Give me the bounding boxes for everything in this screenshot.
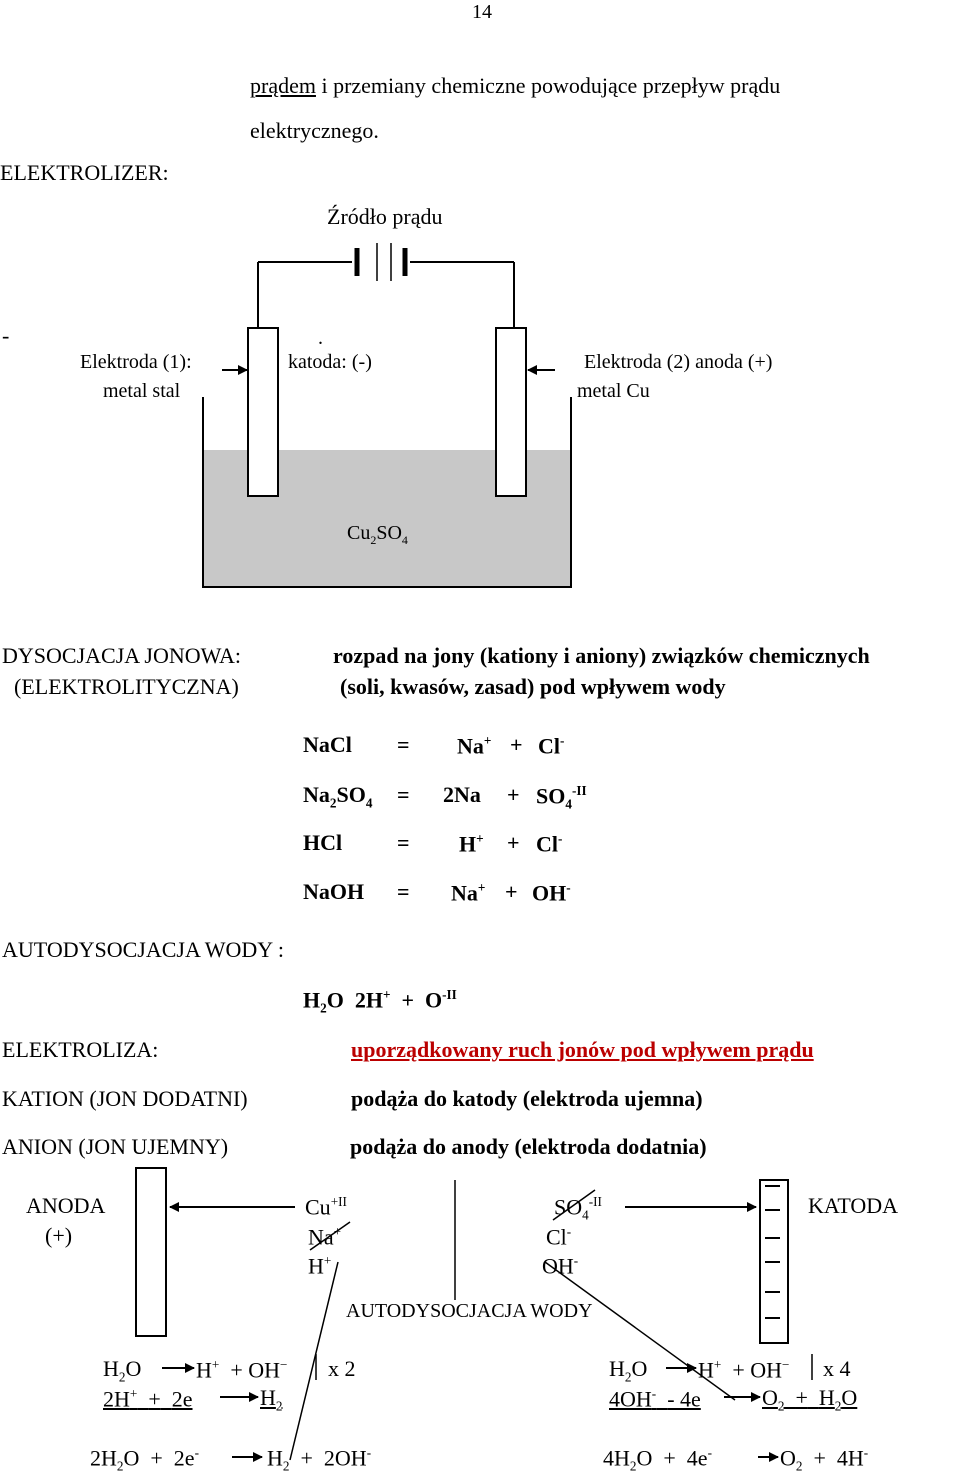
anode-sign: (+) xyxy=(45,1223,73,1248)
dot-mark: . xyxy=(318,327,323,349)
dissociation-def-2: (soli, kwasów, zasad) pod wpływem wody xyxy=(340,674,726,699)
ion-crossouts xyxy=(309,1189,596,1251)
intro-line-1: prądem i przemiany chemiczne powodujące … xyxy=(250,75,780,97)
right-reaction-sum: 4H2O + 4e- xyxy=(603,1445,712,1474)
intro-line-1-rest: i przemiany chemiczne powodujące przepły… xyxy=(315,73,781,98)
page-number: 14 xyxy=(472,1,492,23)
circuit-wires xyxy=(257,261,515,328)
electrolyzer-heading: ELEKTROLIZER: xyxy=(0,160,169,185)
anion-label: ANION (JON UJEMNY) xyxy=(2,1134,229,1159)
anion-so4: SO4-II xyxy=(554,1194,602,1223)
electrode-2-metal: metal Cu xyxy=(577,380,650,402)
autodissociation-heading: AUTODYSOCJACJA WODY : xyxy=(2,937,284,962)
anion-cl: Cl- xyxy=(546,1224,572,1250)
left-reaction-sum: 2H2O + 2e- xyxy=(90,1445,199,1474)
minus-mark: - xyxy=(2,323,10,348)
cation-na: Na+ xyxy=(308,1224,342,1250)
cathode-label: katoda: (-) xyxy=(288,351,372,373)
anode-label: ANODA xyxy=(26,1193,106,1218)
left-reaction-2-product: H2 xyxy=(260,1385,283,1414)
left-reaction-1: H2O xyxy=(103,1356,142,1385)
electrode-1-metal: metal stal xyxy=(103,380,181,402)
power-source-label: Źródło prądu xyxy=(327,204,443,229)
dissociation-def-1: rozpad na jony (kationy i aniony) związk… xyxy=(333,643,870,668)
dissociation-subheading: (ELEKTROLITYCZNA) xyxy=(14,674,239,699)
arrow-h-to-reaction xyxy=(289,1261,339,1461)
cation-description: podąża do katody (elektroda ujemna) xyxy=(351,1086,703,1111)
anion-description: podąża do anody (elektroda dodatnia) xyxy=(350,1134,707,1159)
left-multiplier: x 2 xyxy=(328,1356,356,1381)
cation-h: H+ xyxy=(308,1253,332,1279)
electrode-2-label: Elektroda (2) anoda (+) xyxy=(584,351,773,373)
electrolysis-definition: uporządkowany ruch jonów pod wpływem prą… xyxy=(351,1037,814,1062)
left-reaction-sum-products: H2 + 2OH- xyxy=(267,1445,372,1474)
right-reaction-1-products: H+ + OH− xyxy=(698,1357,790,1383)
battery-icon xyxy=(354,243,408,281)
left-reaction-2: 2H+ + 2e xyxy=(103,1386,193,1412)
solution-formula: Cu2SO4 xyxy=(347,522,408,547)
right-reaction-2: 4OH- - 4e xyxy=(609,1386,701,1412)
cation-cu: Cu+II xyxy=(305,1194,347,1220)
right-multiplier: x 4 xyxy=(823,1356,851,1381)
right-reaction-1: H2O xyxy=(609,1356,648,1385)
anion-oh: OH- xyxy=(542,1253,579,1279)
electrode-1-label: Elektroda (1): xyxy=(80,351,192,373)
anode-plate xyxy=(135,1167,167,1337)
dissociation-heading: DYSOCJACJA JONOWA: xyxy=(2,643,241,668)
right-reaction-2-products: O2 + H2O xyxy=(762,1385,858,1414)
cathode-plate-label: KATODA xyxy=(808,1193,899,1218)
intro-underlined-word: prądem xyxy=(250,73,316,98)
cathode-minus-marks xyxy=(765,1185,780,1319)
right-reaction-sum-products: O2 + 4H- xyxy=(780,1445,869,1474)
electrolysis-heading: ELEKTROLIZA: xyxy=(2,1037,159,1062)
electrode-1 xyxy=(247,327,279,497)
electrode-2 xyxy=(495,327,527,497)
autodissociation-label: AUTODYSOCJACJA WODY xyxy=(346,1300,593,1322)
intro-line-2: elektrycznego. xyxy=(250,118,379,143)
cation-label: KATION (JON DODATNI) xyxy=(2,1086,248,1111)
left-reaction-1-products: H+ + OH− xyxy=(196,1357,288,1383)
arrow-oh-to-reaction xyxy=(544,1261,736,1401)
autodissociation-equation: H2O 2H+ + O-II xyxy=(303,987,457,1016)
